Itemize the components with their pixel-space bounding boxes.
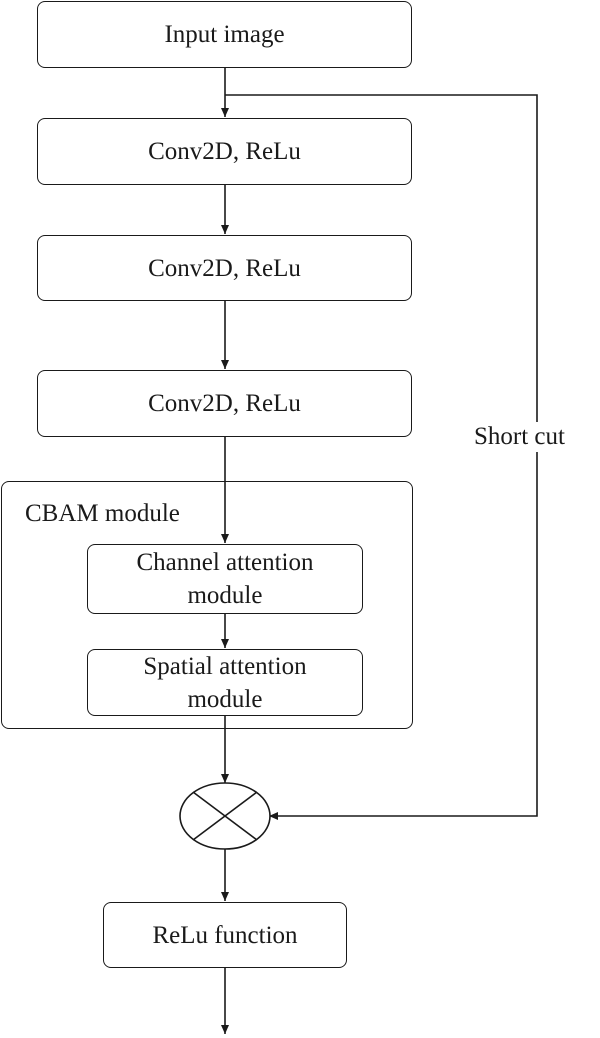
conv2d-relu-label-2: Conv2D, ReLu bbox=[148, 254, 301, 282]
relu-function-node: ReLu function bbox=[103, 902, 347, 968]
channel-attention-label: Channel attention module bbox=[136, 546, 313, 612]
spatial-attention-node: Spatial attention module bbox=[87, 649, 363, 716]
conv2d-relu-node-2: Conv2D, ReLu bbox=[37, 235, 412, 301]
input-image-label: Input image bbox=[164, 21, 285, 48]
spatial-attention-label: Spatial attention module bbox=[143, 650, 306, 716]
multiply-cross-b bbox=[192, 791, 258, 841]
input-image-node: Input image bbox=[37, 1, 412, 68]
conv2d-relu-label-1: Conv2D, ReLu bbox=[148, 138, 301, 165]
spatial-attention-label-line-1: Spatial attention bbox=[143, 652, 307, 680]
channel-attention-label-line-1: Channel attention bbox=[136, 549, 314, 576]
shortcut-label: Short cut bbox=[472, 422, 567, 452]
conv2d-relu-node-1: Conv2D, ReLu bbox=[37, 118, 412, 185]
conv2d-relu-label-3: Conv2D, ReLu bbox=[148, 390, 301, 417]
shortcut-connector bbox=[225, 94, 538, 820]
cbam-module-container bbox=[1, 481, 413, 729]
channel-attention-label-line-2: module bbox=[187, 582, 263, 609]
relu-function-label: ReLu function bbox=[152, 921, 298, 949]
spatial-attention-label-line-2: module bbox=[187, 685, 263, 713]
cbam-module-title: CBAM module bbox=[25, 500, 180, 527]
conv2d-relu-node-3: Conv2D, ReLu bbox=[37, 370, 412, 437]
channel-attention-node: Channel attention module bbox=[87, 544, 363, 614]
